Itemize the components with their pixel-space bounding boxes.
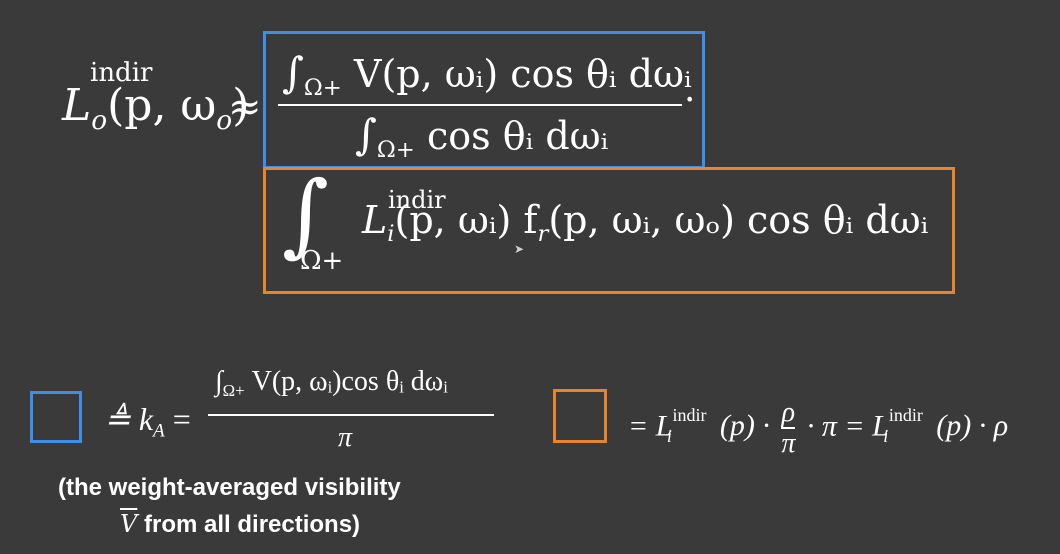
rho-over-pi: ρ π (781, 397, 796, 460)
orange-highlight-box (263, 167, 955, 294)
lhs-args-subscript: o (216, 105, 233, 137)
integrand-superscript: indir (388, 186, 446, 214)
blue-legend-box (30, 391, 82, 443)
rhs-part2-sup: indir (888, 404, 923, 425)
v-bar-symbol: V (120, 510, 138, 538)
brdf-subscript: r (537, 220, 549, 247)
ka-integral-domain: Ω+ (222, 380, 245, 400)
caption-line-2-rest: from all directions) (137, 511, 361, 538)
rhs-part2: · π = L (806, 409, 889, 443)
ka-denominator: π (338, 422, 353, 453)
denominator-integral: ∫ (355, 110, 377, 159)
lhs-symbol: L (62, 80, 92, 131)
rho-numerator: ρ (781, 397, 796, 428)
orange-legend-box (553, 389, 607, 443)
multiply-dot: · (684, 80, 696, 121)
rhs-part1-sup: indir (672, 404, 707, 425)
caption-line-1: (the weight-averaged visibility (58, 474, 401, 501)
denominator-body: cos θᵢ dωᵢ (427, 114, 609, 158)
visibility-denominator: ∫Ω+ cos θᵢ dωᵢ (355, 110, 608, 163)
ka-numerator: ∫Ω+ V(p, ωᵢ)cos θᵢ dωᵢ (215, 366, 448, 401)
orange-definition: = Lindiri(p) · ρ π · π = Lindiri(p) · ρ (628, 398, 1008, 459)
big-integral-domain: Ω+ (300, 246, 344, 276)
integrand-symbol: L (362, 198, 388, 242)
lhs-close: ) (232, 80, 250, 131)
ka-definition: ≜ kA = (104, 400, 191, 443)
rhs-part1: = L (628, 409, 673, 443)
integrand: Li(p, ωᵢ) fr(p, ωᵢ, ωₒ) cos θᵢ dωᵢ (362, 198, 928, 247)
ka-subscript: A (153, 420, 165, 442)
lhs-args: (p, ω (107, 80, 217, 131)
integrand-tail: (p, ωᵢ, ωₒ) cos θᵢ dωᵢ (548, 198, 929, 242)
lhs-subscript: o (91, 105, 108, 137)
numerator-body: V(p, ωᵢ) cos θᵢ dωᵢ (354, 52, 692, 96)
fraction-bar (278, 104, 682, 106)
pi-denominator: π (781, 428, 796, 460)
lhs-radiance: indir Lo(p, ωo) (62, 58, 250, 137)
numerator-integral-domain: Ω+ (303, 74, 342, 101)
integrand-subscript: i (387, 220, 395, 247)
ka-fraction-bar (208, 414, 494, 416)
integrand-rest: (p, ωᵢ) f (394, 198, 538, 242)
ka-numerator-body: V(p, ωᵢ)cos θᵢ dωᵢ (251, 366, 448, 397)
rhs-part2-args: (p) · ρ (936, 409, 1009, 443)
big-integral-sign: ∫ (282, 162, 329, 267)
rhs-part2-sub: i (883, 425, 889, 446)
rho-fraction-bar (781, 427, 796, 430)
rhs-part1-args: (p) · (719, 409, 770, 443)
lhs-superscript: indir (90, 58, 153, 88)
caption-line-2: V from all directions) (120, 510, 360, 539)
ka-integral: ∫ (215, 366, 223, 397)
visibility-numerator: ∫Ω+ V(p, ωᵢ) cos θᵢ dωᵢ (282, 48, 692, 101)
numerator-integral: ∫ (282, 48, 304, 97)
denominator-integral-domain: Ω+ (376, 136, 415, 163)
rhs-part1-sub: i (666, 425, 672, 446)
approx-sign: ≈ (228, 84, 262, 130)
ka-symbol: ≜ k (104, 401, 154, 437)
ka-equals: = (164, 401, 191, 437)
mouse-cursor-icon: ➤ (514, 242, 525, 256)
